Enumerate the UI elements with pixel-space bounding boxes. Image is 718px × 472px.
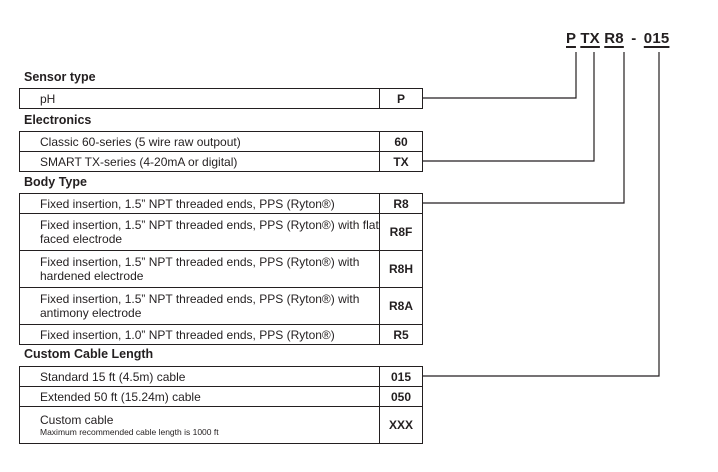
part-segment-electronics: TX bbox=[580, 30, 600, 47]
section-title-electronics: Electronics bbox=[24, 113, 92, 127]
part-segment-cable: 015 bbox=[643, 30, 670, 47]
part-segment-body: R8 bbox=[604, 30, 624, 47]
option-description: Custom cable Maximum recommended cable l… bbox=[19, 406, 380, 444]
part-segment-sensor: P bbox=[566, 30, 576, 47]
option-code: XXX bbox=[379, 406, 423, 444]
option-description: Fixed insertion, 1.5” NPT threaded ends,… bbox=[19, 250, 380, 288]
connector-sensor-line bbox=[423, 52, 577, 99]
connector-body-line bbox=[423, 52, 625, 204]
option-code: R5 bbox=[379, 324, 423, 345]
option-note: Maximum recommended cable length is 1000… bbox=[40, 427, 219, 437]
option-row-body-r8h: Fixed insertion, 1.5” NPT threaded ends,… bbox=[19, 250, 423, 288]
option-row-cable-custom: Custom cable Maximum recommended cable l… bbox=[19, 406, 423, 444]
part-number-header: P TX R8 - 015 bbox=[566, 30, 669, 47]
option-description: Fixed insertion, 1.5” NPT threaded ends,… bbox=[19, 213, 380, 251]
option-row-sensor-ph: pH P bbox=[19, 88, 423, 109]
option-row-body-r5: Fixed insertion, 1.0” NPT threaded ends,… bbox=[19, 324, 423, 345]
option-code: TX bbox=[379, 151, 423, 172]
section-title-sensor-type: Sensor type bbox=[24, 70, 96, 84]
section-title-cable-length: Custom Cable Length bbox=[24, 347, 154, 361]
section-title-body-type: Body Type bbox=[24, 175, 87, 189]
option-row-electronics-tx: SMART TX-series (4-20mA or digital) TX bbox=[19, 151, 423, 172]
connector-electronics-line bbox=[423, 52, 595, 162]
part-separator: - bbox=[631, 30, 637, 47]
option-code: P bbox=[379, 88, 423, 109]
connector-cable-line bbox=[423, 52, 660, 377]
